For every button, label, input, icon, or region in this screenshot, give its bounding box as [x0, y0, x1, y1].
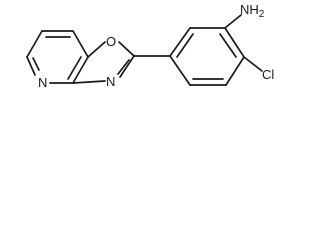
bond	[72, 30, 89, 58]
double-bond-inner	[219, 33, 237, 58]
bond	[72, 80, 106, 84]
bond	[225, 56, 245, 86]
chlorine-label: Cl	[262, 67, 274, 82]
chemical-structure-diagram: NH2 Cl O N N	[26, 2, 274, 90]
pyridine-ring	[26, 30, 89, 84]
bond	[243, 56, 263, 72]
bond	[169, 55, 191, 86]
double-bond-inner	[117, 59, 130, 75]
oxazole-nitrogen-label: N	[106, 74, 115, 89]
oxazole-oxygen-label: O	[106, 34, 116, 49]
bond	[119, 55, 135, 78]
bond	[224, 14, 242, 29]
pyridine-nitrogen-label: N	[38, 75, 47, 90]
bond	[72, 56, 89, 84]
double-bond-inner	[67, 56, 82, 80]
phenyl-ring	[169, 27, 245, 86]
bond	[169, 27, 191, 57]
bond	[26, 30, 43, 58]
amine-label: NH2	[240, 2, 265, 20]
bond	[87, 41, 106, 58]
double-bond-inner	[176, 33, 194, 58]
bond	[26, 56, 36, 76]
bond	[118, 41, 135, 57]
oxazole-ring	[72, 41, 135, 84]
bond	[224, 27, 245, 58]
double-bond-inner	[32, 57, 40, 71]
